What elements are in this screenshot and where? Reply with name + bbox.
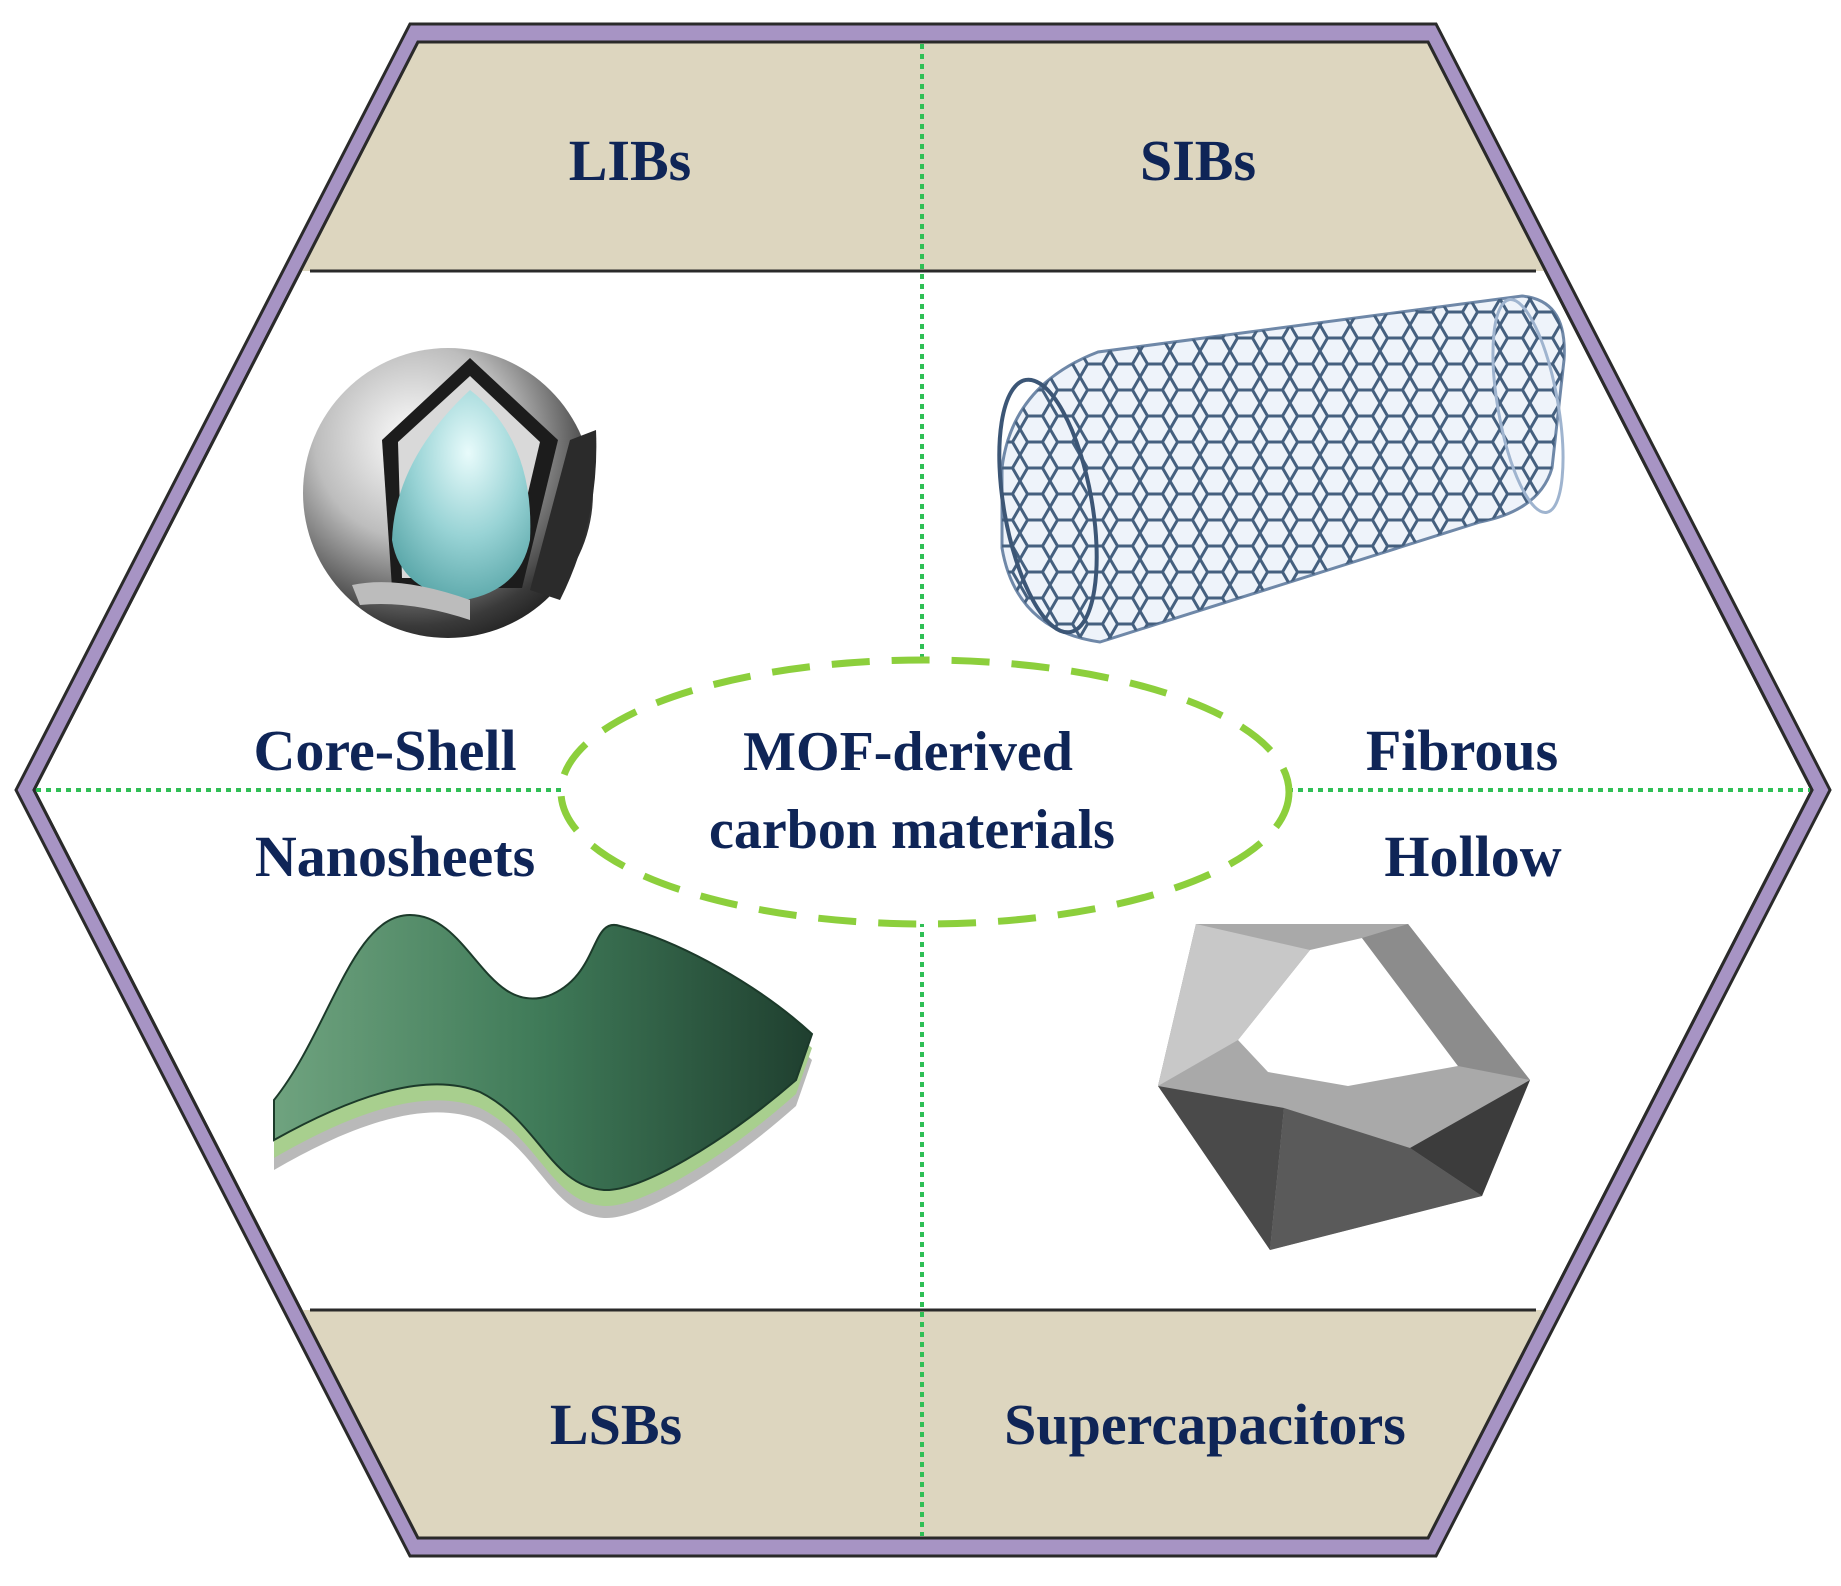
label-hollow: Hollow	[1384, 824, 1561, 889]
label-supercapacitors: Supercapacitors	[1004, 1392, 1406, 1457]
label-libs: LIBs	[569, 128, 692, 193]
center-title-line1: MOF-derived	[743, 721, 1073, 783]
hollow-polyhedron-icon	[1158, 924, 1530, 1250]
core-shell-sphere-icon	[303, 348, 597, 638]
label-core-shell: Core-Shell	[253, 718, 516, 783]
label-sibs: SIBs	[1140, 128, 1256, 193]
carbon-nanotube-icon	[997, 294, 1566, 644]
label-fibrous: Fibrous	[1366, 718, 1558, 783]
nanosheet-icon	[273, 913, 814, 1219]
center-title-line2: carbon materials	[709, 799, 1115, 861]
label-lsbs: LSBs	[550, 1392, 682, 1457]
center-ellipse	[557, 656, 1293, 928]
label-nanosheets: Nanosheets	[255, 824, 535, 889]
